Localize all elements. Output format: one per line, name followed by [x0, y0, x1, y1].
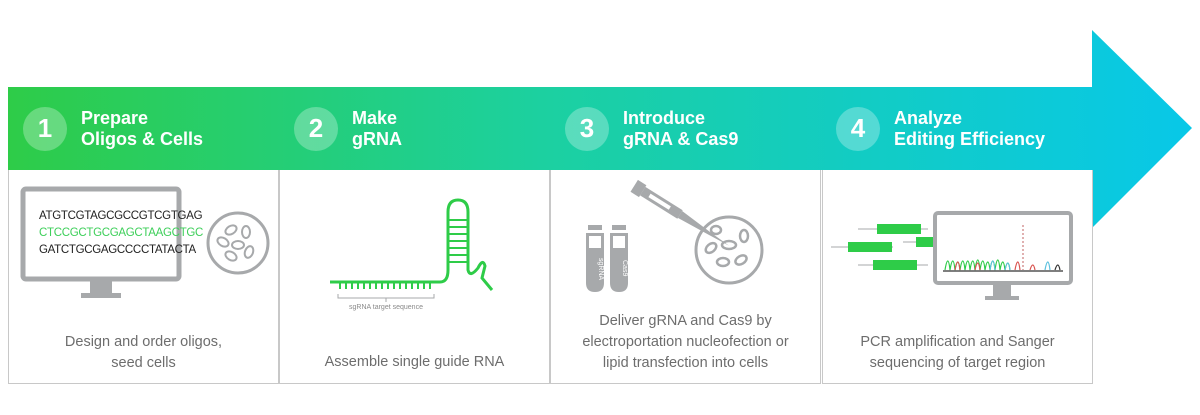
delivery-icon: sgRNA Cas9	[586, 179, 764, 292]
step-number: 1	[23, 106, 67, 151]
step-description: Assemble single guide RNA	[324, 354, 505, 370]
computer-monitor-icon	[933, 211, 1073, 285]
step-description: Design and order oligos,seed cells	[64, 334, 223, 371]
sequencing-icon	[831, 211, 1073, 300]
sgrna-structure-icon	[330, 198, 494, 302]
step-number: 2	[294, 106, 338, 151]
tube-label: sgRNA	[597, 258, 604, 281]
petri-dish-icon	[206, 211, 270, 275]
dna-sequence: ATGTCGTAGCGCCGTCGTGAG CTCCGCTGCGAGCTAAGC…	[39, 210, 204, 256]
sgrna-label: sgRNA target sequence	[349, 304, 423, 311]
pipette-icon	[630, 179, 729, 246]
computer-monitor-icon	[20, 186, 270, 298]
chromatogram	[943, 259, 1063, 272]
step-2-panel: sgRNA target sequence Assemble single gu…	[279, 170, 550, 384]
step-number: 4	[836, 106, 880, 151]
petri-dish-icon	[694, 215, 764, 285]
test-tube-icon	[586, 225, 628, 292]
step-1-panel: ATGTCGTAGCGCCGTCGTGAG CTCCGCTGCGAGCTAAGC…	[8, 170, 279, 384]
pcr-fragments-icon	[831, 224, 936, 270]
tube-label: Cas9	[621, 260, 628, 276]
step-number: 3	[565, 106, 609, 151]
